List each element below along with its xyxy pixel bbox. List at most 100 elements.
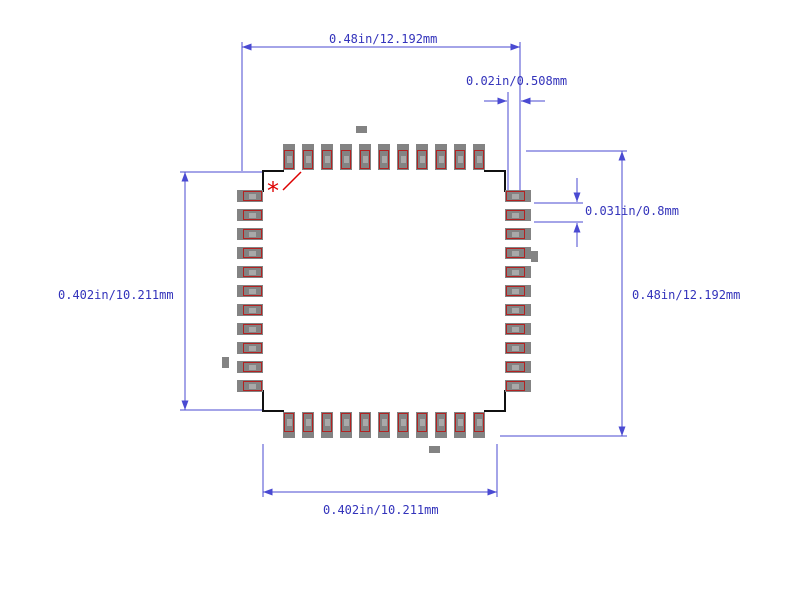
pin-contact [438, 156, 444, 163]
pad-right [505, 247, 531, 259]
pin-contact [400, 419, 406, 426]
pin-outline [341, 413, 351, 432]
pin-contact [512, 326, 519, 332]
pad-bottom [340, 412, 352, 438]
pin-contact [419, 419, 425, 426]
pad-left [237, 209, 263, 221]
pad-left [237, 342, 263, 354]
pin-contact [457, 419, 463, 426]
pad-bottom [283, 412, 295, 438]
pin-contact [512, 288, 519, 294]
pin-outline [506, 267, 525, 277]
package-body-corners [262, 170, 506, 412]
pad-top [340, 144, 352, 170]
pad-top [473, 144, 485, 170]
pad-right [505, 285, 531, 297]
pin-outline [243, 305, 262, 315]
pad-top [378, 144, 390, 170]
pin-outline [379, 413, 389, 432]
pin-outline [379, 150, 389, 169]
pin-contact [381, 156, 387, 163]
pin-contact [286, 419, 292, 426]
pin-contact [512, 364, 519, 370]
pin-contact [381, 419, 387, 426]
pin-contact [512, 307, 519, 313]
pin-outline [243, 191, 262, 201]
orientation-mark-top [356, 126, 367, 133]
pin-outline [506, 191, 525, 201]
pin-outline [436, 413, 446, 432]
pad-top [454, 144, 466, 170]
pin-outline [360, 413, 370, 432]
pin-outline [417, 413, 427, 432]
pin-outline [284, 413, 294, 432]
pin-outline [506, 248, 525, 258]
pin-outline [455, 150, 465, 169]
dim-pad-width-label: 0.02in/0.508mm [466, 74, 568, 88]
body-corner-bottom-right [484, 390, 506, 412]
pin-outline [341, 150, 351, 169]
pin-contact [249, 345, 256, 351]
pin-contact [512, 345, 519, 351]
dim-top-width-label: 0.48in/12.192mm [329, 32, 438, 46]
pin-outline [322, 150, 332, 169]
pin-outline [436, 150, 446, 169]
pad-bottom [435, 412, 447, 438]
pin-outline [243, 267, 262, 277]
pad-left [237, 190, 263, 202]
pin-outline [243, 362, 262, 372]
dim-right-height-label: 0.48in/12.192mm [632, 288, 741, 302]
pin-outline [243, 210, 262, 220]
pad-bottom [378, 412, 390, 438]
pin-contact [343, 156, 349, 163]
pin-contact [249, 307, 256, 313]
dim-pin-pitch-label: 0.031in/0.8mm [585, 204, 679, 218]
pin-outline [417, 150, 427, 169]
pin-outline [243, 381, 262, 391]
pin-outline [506, 343, 525, 353]
pad-top [416, 144, 428, 170]
pad-left [237, 285, 263, 297]
pin-contact [305, 419, 311, 426]
pin-outline [243, 324, 262, 334]
pad-left [237, 380, 263, 392]
orientation-mark-bottom [429, 446, 440, 453]
pin-contact [512, 269, 519, 275]
pad-left [237, 247, 263, 259]
pad-bottom [321, 412, 333, 438]
pin-contact [512, 231, 519, 237]
pin-outline [284, 150, 294, 169]
orientation-mark-left [222, 357, 229, 368]
pad-bottom [454, 412, 466, 438]
pad-top [359, 144, 371, 170]
pin-contact [249, 212, 256, 218]
pin-outline [455, 413, 465, 432]
pin-contact [457, 156, 463, 163]
pin-contact [286, 156, 292, 163]
pin-contact [362, 419, 368, 426]
pad-right [505, 380, 531, 392]
pin-outline [360, 150, 370, 169]
pin-contact [249, 364, 256, 370]
pin-outline [506, 305, 525, 315]
pin-contact [249, 269, 256, 275]
pin-outline [303, 413, 313, 432]
pad-top [321, 144, 333, 170]
pin-outline [506, 229, 525, 239]
pin-contact [249, 383, 256, 389]
pad-right [505, 304, 531, 316]
pad-right [505, 323, 531, 335]
pin-contact [324, 419, 330, 426]
pin-contact [438, 419, 444, 426]
pin1-leader-line [282, 171, 302, 191]
pin-outline [506, 210, 525, 220]
pad-bottom [302, 412, 314, 438]
pad-right [505, 266, 531, 278]
pin-contact [305, 156, 311, 163]
pad-bottom [397, 412, 409, 438]
pin-contact [476, 156, 482, 163]
pin-contact [249, 231, 256, 237]
pin-contact [362, 156, 368, 163]
pad-bottom [473, 412, 485, 438]
